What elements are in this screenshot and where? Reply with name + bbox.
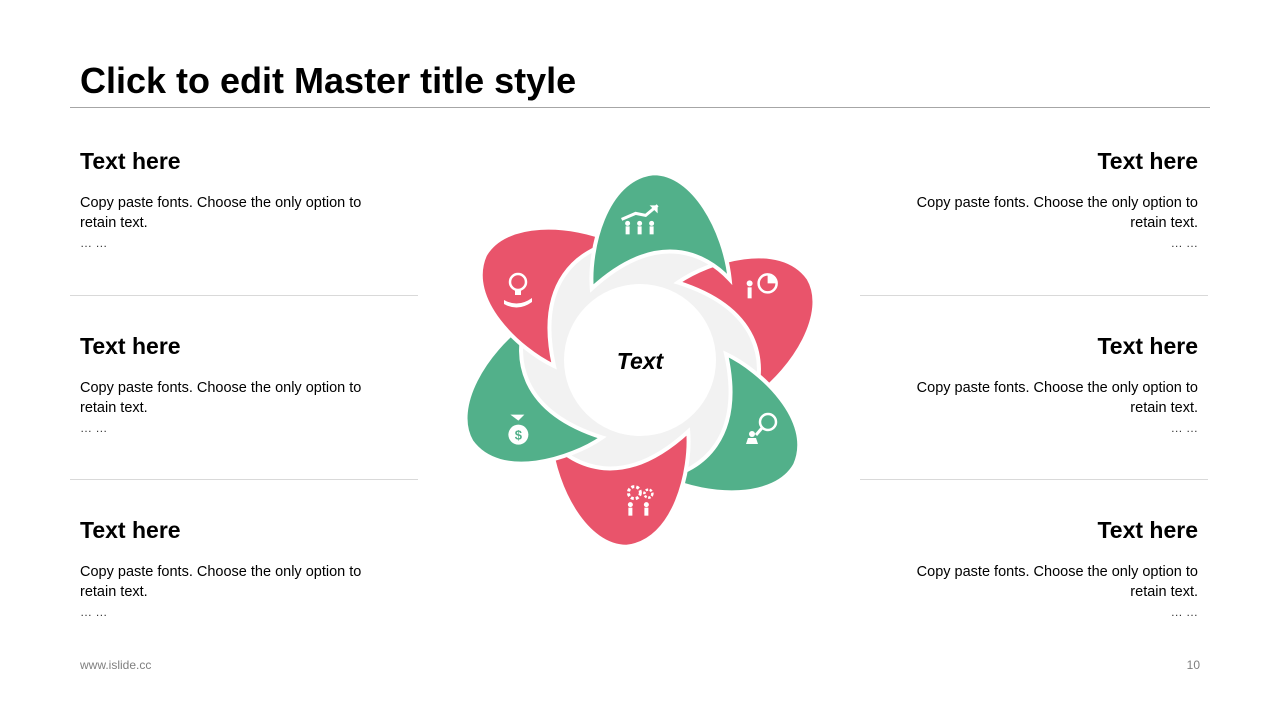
block-heading: Text here [80,333,181,359]
block-body-line-1: Copy paste fonts. Choose the only option… [916,564,1198,580]
team-gears-icon [626,485,654,516]
petal-shape [673,254,817,403]
title-divider [70,107,1210,108]
text-block-right-1: Text here Copy paste fonts. Choose the o… [898,147,1198,253]
petal-shape [478,225,622,370]
text-block-right-2: Text here Copy paste fonts. Choose the o… [898,332,1198,438]
block-heading: Text here [80,148,181,174]
petal-3 [547,427,691,549]
cycle-petal-diagram: $ [463,171,817,549]
money-bag-hand-icon: $ [508,414,529,445]
footer-url: www.islide.cc [80,658,152,672]
block-heading: Text here [1097,148,1198,174]
block-body: Copy paste fonts. Choose the only option… [898,378,1198,438]
petal-6 [589,171,733,293]
center-text: Text [616,348,664,374]
text-block-left-2: Text here Copy paste fonts. Choose the o… [80,332,380,438]
team-growth-arrow-icon [621,204,659,235]
block-body-line-2: retain text. [80,215,148,231]
text-block-right-3: Text here Copy paste fonts. Choose the o… [898,516,1198,622]
text-block-left-1: Text here Copy paste fonts. Choose the o… [80,147,380,253]
block-body: Copy paste fonts. Choose the only option… [80,562,380,622]
lightbulb-hand-icon [504,272,532,308]
separator-right-2 [860,479,1208,480]
block-heading: Text here [80,517,181,543]
block-ellipsis: … … [80,236,108,250]
petal-1 [673,254,817,403]
block-body-line-2: retain text. [80,400,148,416]
block-ellipsis: … … [1170,421,1198,435]
petal-shape [658,350,802,495]
presentation-chart-icon [746,273,778,299]
block-body: Copy paste fonts. Choose the only option… [80,378,380,438]
block-body-line-2: retain text. [1130,584,1198,600]
separator-left-1 [70,295,418,296]
slide-title: Click to edit Master title style [80,60,577,101]
block-heading: Text here [1097,333,1198,359]
separator-left-2 [70,479,418,480]
petal-2 [658,350,802,495]
petal-4: $ [463,317,607,466]
text-block-left-3: Text here Copy paste fonts. Choose the o… [80,516,380,622]
block-body-line-2: retain text. [1130,400,1198,416]
person-magnifier-icon [746,412,778,444]
block-heading: Text here [1097,517,1198,543]
block-body-line-2: retain text. [80,584,148,600]
block-body-line-1: Copy paste fonts. Choose the only option… [80,195,362,211]
block-body-line-1: Copy paste fonts. Choose the only option… [916,195,1198,211]
block-ellipsis: … … [1170,236,1198,250]
svg-text:$: $ [515,428,523,443]
separator-right-1 [860,295,1208,296]
block-ellipsis: … … [80,605,108,619]
block-body: Copy paste fonts. Choose the only option… [898,562,1198,622]
block-body-line-1: Copy paste fonts. Choose the only option… [80,564,362,580]
petal-shape [547,427,691,549]
petal-shape [463,317,607,466]
block-body: Copy paste fonts. Choose the only option… [898,193,1198,253]
block-body-line-1: Copy paste fonts. Choose the only option… [80,380,362,396]
block-body: Copy paste fonts. Choose the only option… [80,193,380,253]
petal-5 [478,225,622,370]
petal-shape [589,171,733,293]
block-ellipsis: … … [1170,605,1198,619]
block-body-line-2: retain text. [1130,215,1198,231]
block-body-line-1: Copy paste fonts. Choose the only option… [916,380,1198,396]
page-number: 10 [1186,658,1200,672]
block-ellipsis: … … [80,421,108,435]
center-circle [564,284,716,436]
